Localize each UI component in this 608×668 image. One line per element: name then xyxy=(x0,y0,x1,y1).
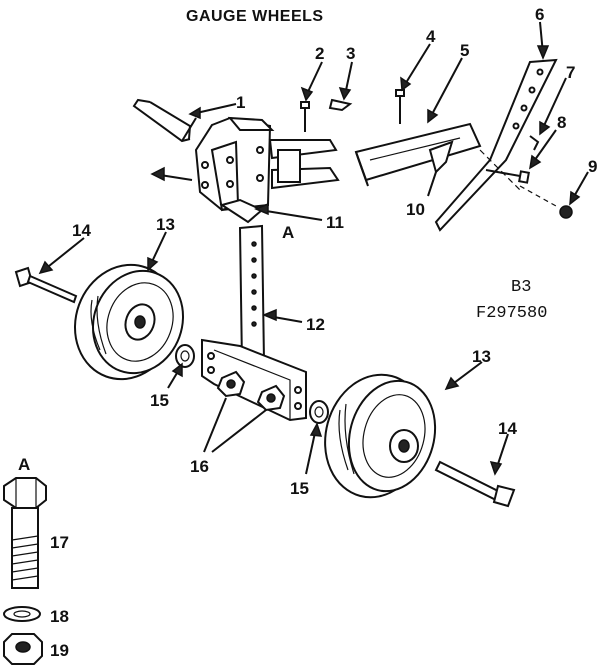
part-17-bolt xyxy=(3,477,47,589)
mounting-bracket xyxy=(150,116,340,224)
callout-7: 7 xyxy=(566,63,575,82)
part-8-bolt xyxy=(485,169,530,184)
part-16-nuts xyxy=(216,370,286,412)
part-14-bolt-left xyxy=(14,266,78,304)
part-19-nut xyxy=(3,633,43,665)
code-line-1: B3 xyxy=(511,278,531,297)
diagram-title: GAUGE WHEELS xyxy=(186,8,324,25)
code-line-2: F297580 xyxy=(476,304,547,323)
part-15-washer-right xyxy=(309,400,329,424)
callout-18: 18 xyxy=(50,607,69,626)
callout-4: 4 xyxy=(426,27,436,46)
callout-A: A xyxy=(282,223,294,242)
part-12-shank xyxy=(201,224,307,422)
part-2-bolt xyxy=(300,101,310,132)
callout-5: 5 xyxy=(460,41,469,60)
callout-15-right: 15 xyxy=(290,479,309,498)
part-13-wheel-left xyxy=(73,263,185,381)
part-14-bolt-right xyxy=(434,460,516,508)
callout-9: 9 xyxy=(588,157,597,176)
leader-lines xyxy=(38,21,589,476)
part-9-nut xyxy=(559,205,573,219)
callout-13-right: 13 xyxy=(472,347,491,366)
part-7-clip xyxy=(529,135,540,151)
callout-6: 6 xyxy=(535,5,544,24)
callout-16: 16 xyxy=(190,457,209,476)
callout-3: 3 xyxy=(346,44,355,63)
callout-13-left: 13 xyxy=(156,215,175,234)
callout-10: 10 xyxy=(406,200,425,219)
callout-14-right: 14 xyxy=(498,419,517,438)
part-6-blade xyxy=(434,58,558,232)
callout-12: 12 xyxy=(306,315,325,334)
detail-A-label: A xyxy=(18,455,30,474)
callout-15-left: 15 xyxy=(150,391,169,410)
part-13-wheel-right xyxy=(324,373,437,499)
part-1-hitch-pin xyxy=(132,98,197,143)
part-15-washer-left xyxy=(175,344,195,368)
part-3-clip xyxy=(328,98,353,112)
part-4-bolt xyxy=(395,89,405,124)
callout-2: 2 xyxy=(315,44,324,63)
callout-19: 19 xyxy=(50,641,69,660)
callout-1: 1 xyxy=(236,93,245,112)
callout-8: 8 xyxy=(557,113,566,132)
callout-17: 17 xyxy=(50,533,69,552)
part-5-arm xyxy=(354,122,482,187)
callout-14-left: 14 xyxy=(72,221,91,240)
callout-11: 11 xyxy=(326,213,344,232)
part-18-washer xyxy=(3,606,41,622)
